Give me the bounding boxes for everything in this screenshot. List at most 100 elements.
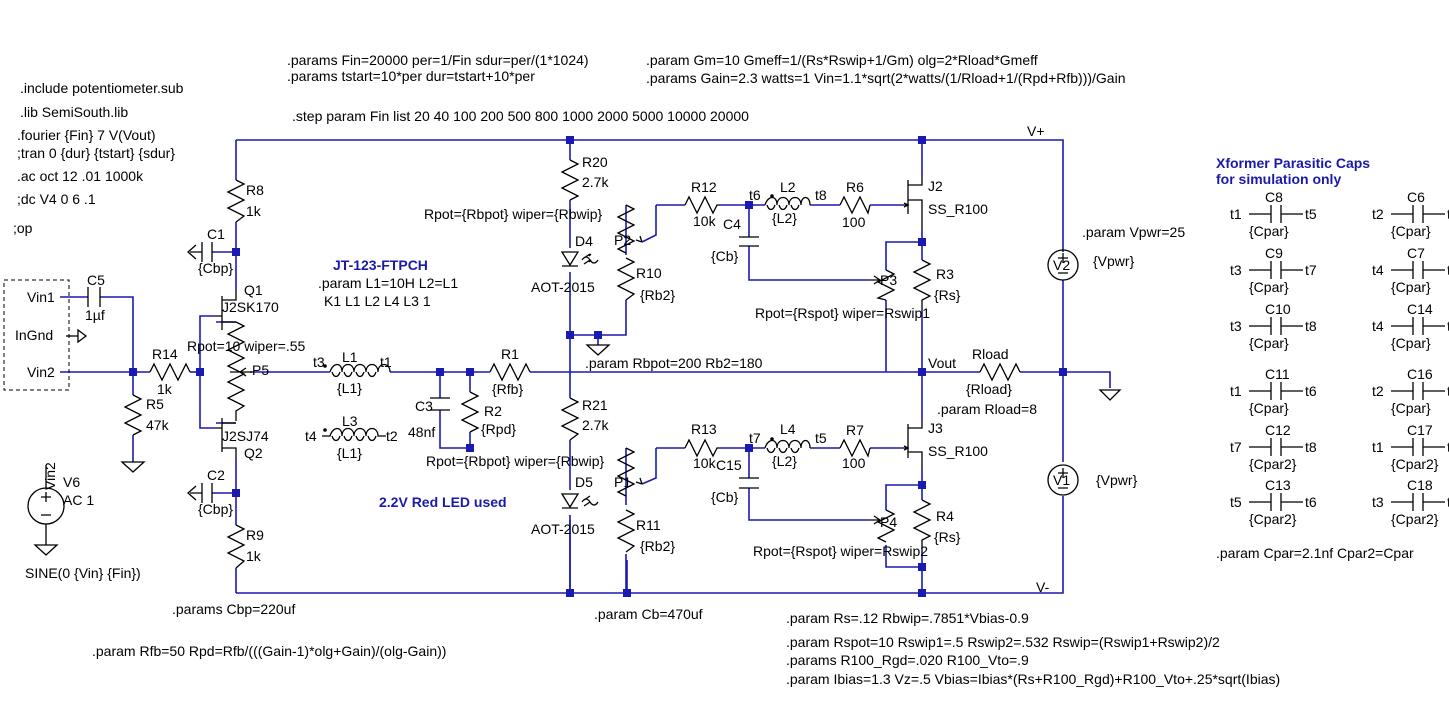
resistor-r9 — [226, 524, 246, 569]
resistor-r5 — [123, 394, 143, 436]
directive-params-cbp: .params Cbp=220uf — [172, 601, 295, 617]
net-t2-l3: t2 — [386, 428, 398, 444]
val-l2: {L2} — [772, 210, 797, 226]
net-vin2: Vin2 — [27, 364, 55, 380]
cap-value: {Cpar2} — [1249, 511, 1297, 527]
cap-net-right: t8 — [1305, 439, 1317, 455]
directive-fourier: .fourier {Fin} 7 V(Vout) — [17, 127, 156, 143]
directive-param-l: .param L1=10H L2=L1 — [318, 275, 458, 291]
val-p4: Rpot={Rspot} wiper=Rswip2 — [753, 543, 928, 559]
directive-lib: .lib SemiSouth.lib — [20, 104, 128, 120]
ref-v6: V6 — [63, 474, 80, 490]
cap-ref: C18 — [1407, 477, 1433, 493]
ref-c3: C3 — [415, 398, 433, 414]
directive-params-fin: .params Fin=20000 per=1/Fin sdur=per/(1*… — [287, 52, 589, 68]
ref-r5: R5 — [146, 396, 164, 412]
cap-net-left: t4 — [1372, 318, 1384, 334]
resistor-r6 — [839, 195, 871, 215]
ref-l2: L2 — [780, 179, 796, 195]
directive-param-ibias: .param Ibias=1.3 Vz=.5 Vbias=Ibias*(Rs+R… — [786, 671, 1280, 687]
val-v2: {Vpwr} — [1093, 253, 1135, 269]
capacitor-c3 — [430, 397, 450, 411]
cap-net-right: t7 — [1305, 262, 1317, 278]
net-t3-l1: t3 — [313, 354, 325, 370]
ref-d5: D5 — [575, 474, 593, 490]
ref-r6: R6 — [846, 179, 864, 195]
directive-param-cb: .param Cb=470uf — [594, 606, 703, 622]
net-t6-l2: t6 — [749, 187, 761, 203]
resistor-r12 — [684, 195, 720, 215]
cap-ref: C16 — [1407, 366, 1433, 382]
ref-c5: C5 — [87, 272, 105, 288]
voltage-source-v6 — [27, 465, 65, 545]
cap-net-right: t8 — [1305, 318, 1317, 334]
cap-value: {Cpar} — [1391, 400, 1431, 416]
cap-net-right: t6 — [1305, 383, 1317, 399]
jfet-j3 — [903, 420, 923, 470]
val-r3: {Rs} — [934, 287, 961, 303]
cap-net-left: t4 — [1372, 262, 1384, 278]
cap-net-right: t5 — [1447, 206, 1449, 222]
cap-ref: C17 — [1407, 422, 1433, 438]
val-d4: AOT-2015 — [531, 279, 595, 295]
cap-value: {Cpar} — [1391, 279, 1431, 295]
directive-params-gain: .params Gain=2.3 watts=1 Vin=1.1*sqrt(2*… — [646, 70, 1125, 86]
cap-value: {Cpar} — [1249, 223, 1289, 239]
val-r1: {Rfb} — [492, 381, 523, 397]
net-vin2-v6: Vin2 — [42, 462, 58, 490]
val-r9: 1k — [246, 548, 262, 564]
net-t1-l1: t1 — [380, 354, 392, 370]
ref-r14: R14 — [152, 346, 178, 362]
val-r8: 1k — [246, 203, 262, 219]
val-r11: {Rb2} — [640, 538, 675, 554]
jfet-j2 — [903, 175, 923, 230]
ref-r7: R7 — [846, 422, 864, 438]
cap-ref: C8 — [1265, 189, 1283, 205]
cap-ref: C7 — [1407, 245, 1425, 261]
cap-net-right: t6 — [1447, 383, 1449, 399]
cap-value: {Cpar} — [1391, 335, 1431, 351]
val-r21: 2.7k — [582, 417, 609, 433]
val-l1: {L1} — [337, 380, 362, 396]
ref-r3: R3 — [936, 266, 954, 282]
directive-coupling: K1 L1 L2 L4 L3 1 — [324, 293, 431, 309]
potentiometer-p3 — [870, 269, 896, 301]
directive-params-tstart: .params tstart=10*per dur=tstart+10*per — [287, 68, 535, 84]
val-l3: {L1} — [337, 445, 362, 461]
val-c2: {Cbp} — [198, 501, 233, 517]
ref-l1: L1 — [342, 349, 358, 365]
ref-r10: R10 — [636, 265, 662, 281]
ref-r4: R4 — [936, 508, 954, 524]
voltage-source-v1 — [1047, 464, 1079, 496]
ref-r11: R11 — [636, 517, 661, 533]
cap-net-left: t3 — [1372, 494, 1384, 510]
resistor-r7 — [839, 438, 871, 458]
ref-c1: C1 — [207, 226, 225, 242]
capacitor-c17: t1t2C17{Cpar2} — [1372, 422, 1449, 472]
net-ingnd: InGnd — [15, 327, 53, 343]
inductor-l2 — [764, 194, 811, 211]
resistor-r4 — [912, 499, 932, 550]
cap-value: {Cpar} — [1249, 335, 1289, 351]
ref-r21: R21 — [582, 397, 608, 413]
ref-c15: C15 — [716, 457, 742, 473]
junctions — [129, 136, 1067, 597]
cap-ref: C10 — [1265, 301, 1291, 317]
cap-value: {Cpar2} — [1391, 456, 1439, 472]
cap-ref: C12 — [1265, 422, 1291, 438]
directive-param-cpar: .param Cpar=2.1nf Cpar2=Cpar — [1216, 545, 1414, 561]
cap-value: {Cpar2} — [1249, 456, 1297, 472]
val-q1: J2SK170 — [222, 299, 279, 315]
ref-p2: P2 — [614, 232, 631, 248]
cap-net-left: t1 — [1230, 383, 1242, 399]
capacitor-c7: t4t7C7{Cpar} — [1372, 245, 1449, 295]
cap-net-left: t3 — [1230, 262, 1242, 278]
val-r20: 2.7k — [582, 174, 609, 190]
val-r12: 10k — [693, 213, 717, 229]
cap-net-left: t2 — [1372, 206, 1384, 222]
directive-param-vpwr: .param Vpwr=25 — [1082, 224, 1185, 240]
cap-net-right: t2 — [1447, 439, 1449, 455]
cap-net-left: t5 — [1230, 494, 1242, 510]
